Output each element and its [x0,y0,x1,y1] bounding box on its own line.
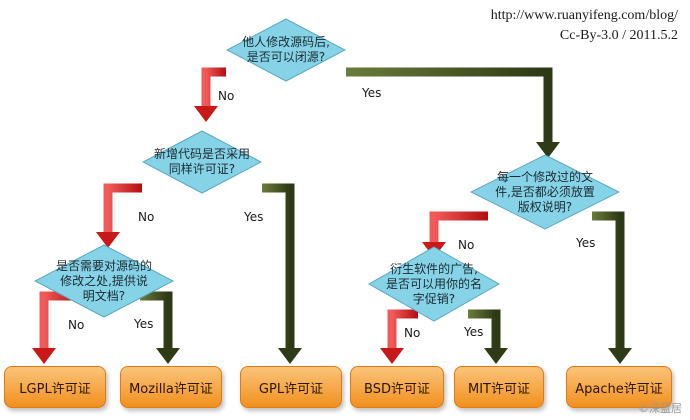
decision-q1: 他人修改源码后, 是否可以闭源? [226,18,346,82]
q1-line: 他人修改源码后, [242,35,330,49]
label-no: No [458,238,475,252]
arrow-q4-yes [592,211,625,350]
label-yes: Yes [576,236,596,250]
q5-line: 字促销? [412,291,456,306]
arrowhead [194,106,218,122]
label-no: No [138,210,155,224]
label-yes: Yes [464,325,484,339]
credit-license: Cc-By-3.0 / 2011.5.2 [559,28,678,43]
q2-line: 新增代码是否采用 [153,147,250,161]
license-bsd: BSD许可证 [350,366,444,408]
decision-q4: 每一个修改过的文 件,是否都必须放置 版权说明? [470,154,620,230]
arrowhead [484,348,508,364]
arrowhead [380,348,404,364]
watermark: ©深蓝居 [638,402,682,415]
label-no: No [68,318,85,332]
arrowhead [536,142,560,158]
credit: http://www.ruanyifeng.com/blog/ Cc-By-3.… [491,6,678,46]
license-mozilla: Mozilla许可证 [120,366,222,408]
q5-line: 衍生软件的广告, [390,261,478,276]
arrow-q5-yes [468,309,501,350]
license-mit: MIT许可证 [454,366,544,408]
arrowhead [96,232,120,248]
license-apache: Apache许可证 [566,366,672,408]
label-yes: Yes [134,317,154,331]
label-yes: Yes [362,86,382,100]
arrowhead [278,348,302,364]
decision-q5: 衍生软件的广告, 是否可以用你的名 字促销? [368,246,500,322]
q4-line: 每一个修改过的文 [496,169,593,184]
q4-line: 件,是否都必须放置 [495,184,595,199]
q4-line: 版权说明? [517,199,573,214]
arrow-q4-no [429,211,488,244]
arrowhead [608,348,632,364]
q1-line: 是否可以闭源? [246,50,326,64]
q3-line: 是否需要对源码的 [55,258,152,273]
decision-q2: 新增代码是否采用 同样许可证? [142,130,262,194]
arrowhead [156,348,180,364]
arrow-q1-yes [346,67,553,144]
license-gpl: GPL许可证 [240,366,342,408]
arrow-q2-yes [262,183,295,350]
arrow-q2-no [103,183,142,234]
q2-line: 同样许可证? [168,162,236,176]
credit-url: http://www.ruanyifeng.com/blog/ [490,8,678,23]
arrow-q3-yes [140,291,173,350]
label-no: No [404,326,421,340]
license-lgpl: LGPL许可证 [4,366,106,408]
arrowhead [32,348,56,364]
arrow-q5-no [387,309,418,350]
decision-q3: 是否需要对源码的 修改之处,提供说 明文档? [34,244,174,318]
q3-line: 明文档? [82,288,126,303]
arrow-q1-no [201,67,226,108]
q3-line: 修改之处,提供说 [60,273,148,288]
label-yes: Yes [244,210,264,224]
q5-line: 是否可以用你的名 [385,276,482,291]
label-no: No [218,89,235,103]
